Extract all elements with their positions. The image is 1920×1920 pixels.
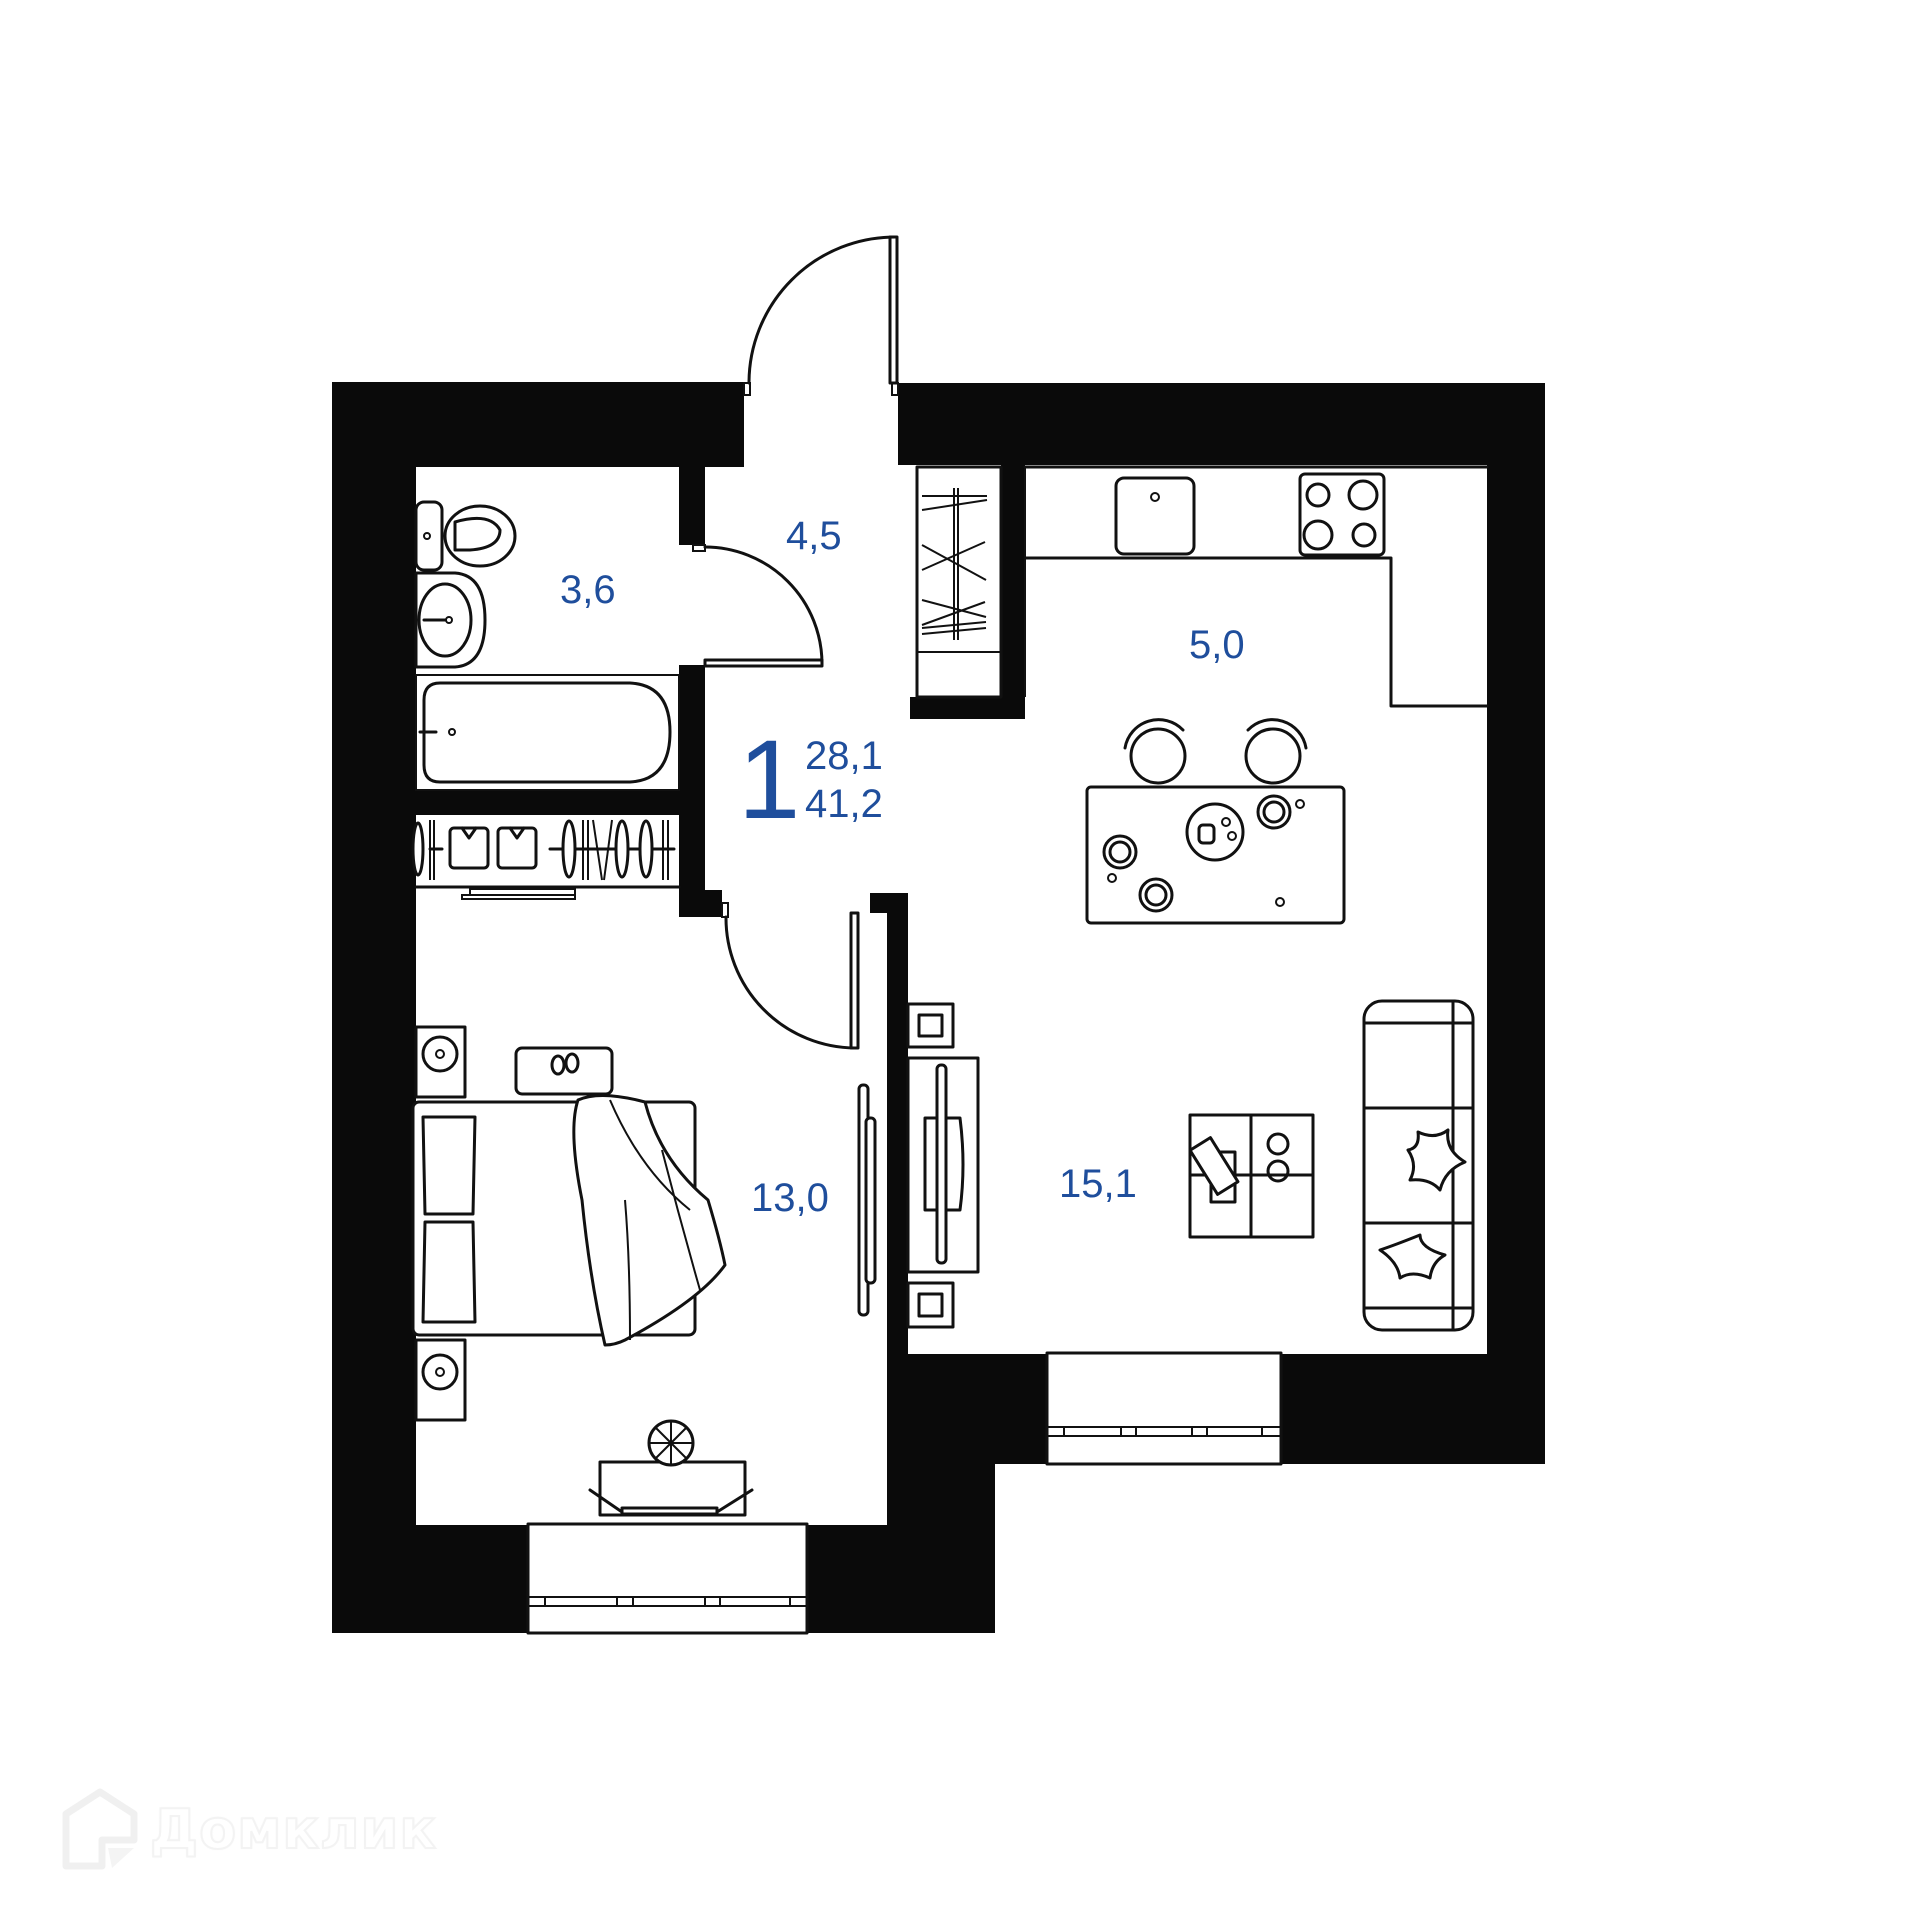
wall-mirror-icon [857, 1083, 877, 1317]
window-bedroom [526, 1522, 809, 1635]
room-area-bathroom: 3,6 [560, 568, 616, 612]
dining-chair-icon [1123, 718, 1308, 785]
house-logo-icon [62, 1788, 138, 1870]
bedside-rug-icon [514, 1046, 614, 1096]
tv-stand-icon [906, 1002, 980, 1329]
living-area: 28,1 [805, 734, 883, 778]
rooms-count: 1 [738, 717, 801, 842]
coffee-table-icon [1188, 1113, 1315, 1239]
closet-icon [411, 819, 681, 900]
dining-table-icon [1085, 785, 1346, 925]
sink-icon [1114, 476, 1196, 556]
total-area: 41,2 [805, 782, 883, 826]
bedroom-door[interactable] [721, 902, 860, 1050]
bed-icon [411, 1093, 727, 1347]
washbasin-icon [414, 571, 487, 669]
watermark: Домклик [62, 1788, 437, 1870]
window-living-room [1045, 1351, 1283, 1466]
watermark-text: Домклик [149, 1797, 438, 1862]
hall-wardrobe-icon [915, 465, 1003, 699]
entrance-door[interactable] [743, 235, 899, 396]
room-area-hallway: 4,5 [786, 514, 842, 558]
kitchen-counter [1023, 465, 1489, 708]
toilet-icon [414, 500, 517, 572]
room-area-living-room: 15,1 [1059, 1162, 1137, 1206]
dressing-table-icon [588, 1419, 754, 1517]
room-area-bedroom: 13,0 [751, 1176, 829, 1220]
cooktop-icon [1298, 472, 1386, 557]
bathtub-icon [415, 674, 680, 791]
sofa-icon [1362, 999, 1475, 1332]
room-area-kitchen: 5,0 [1189, 623, 1245, 667]
nightstand-icon [414, 1025, 467, 1422]
bathroom-door[interactable] [692, 544, 824, 668]
